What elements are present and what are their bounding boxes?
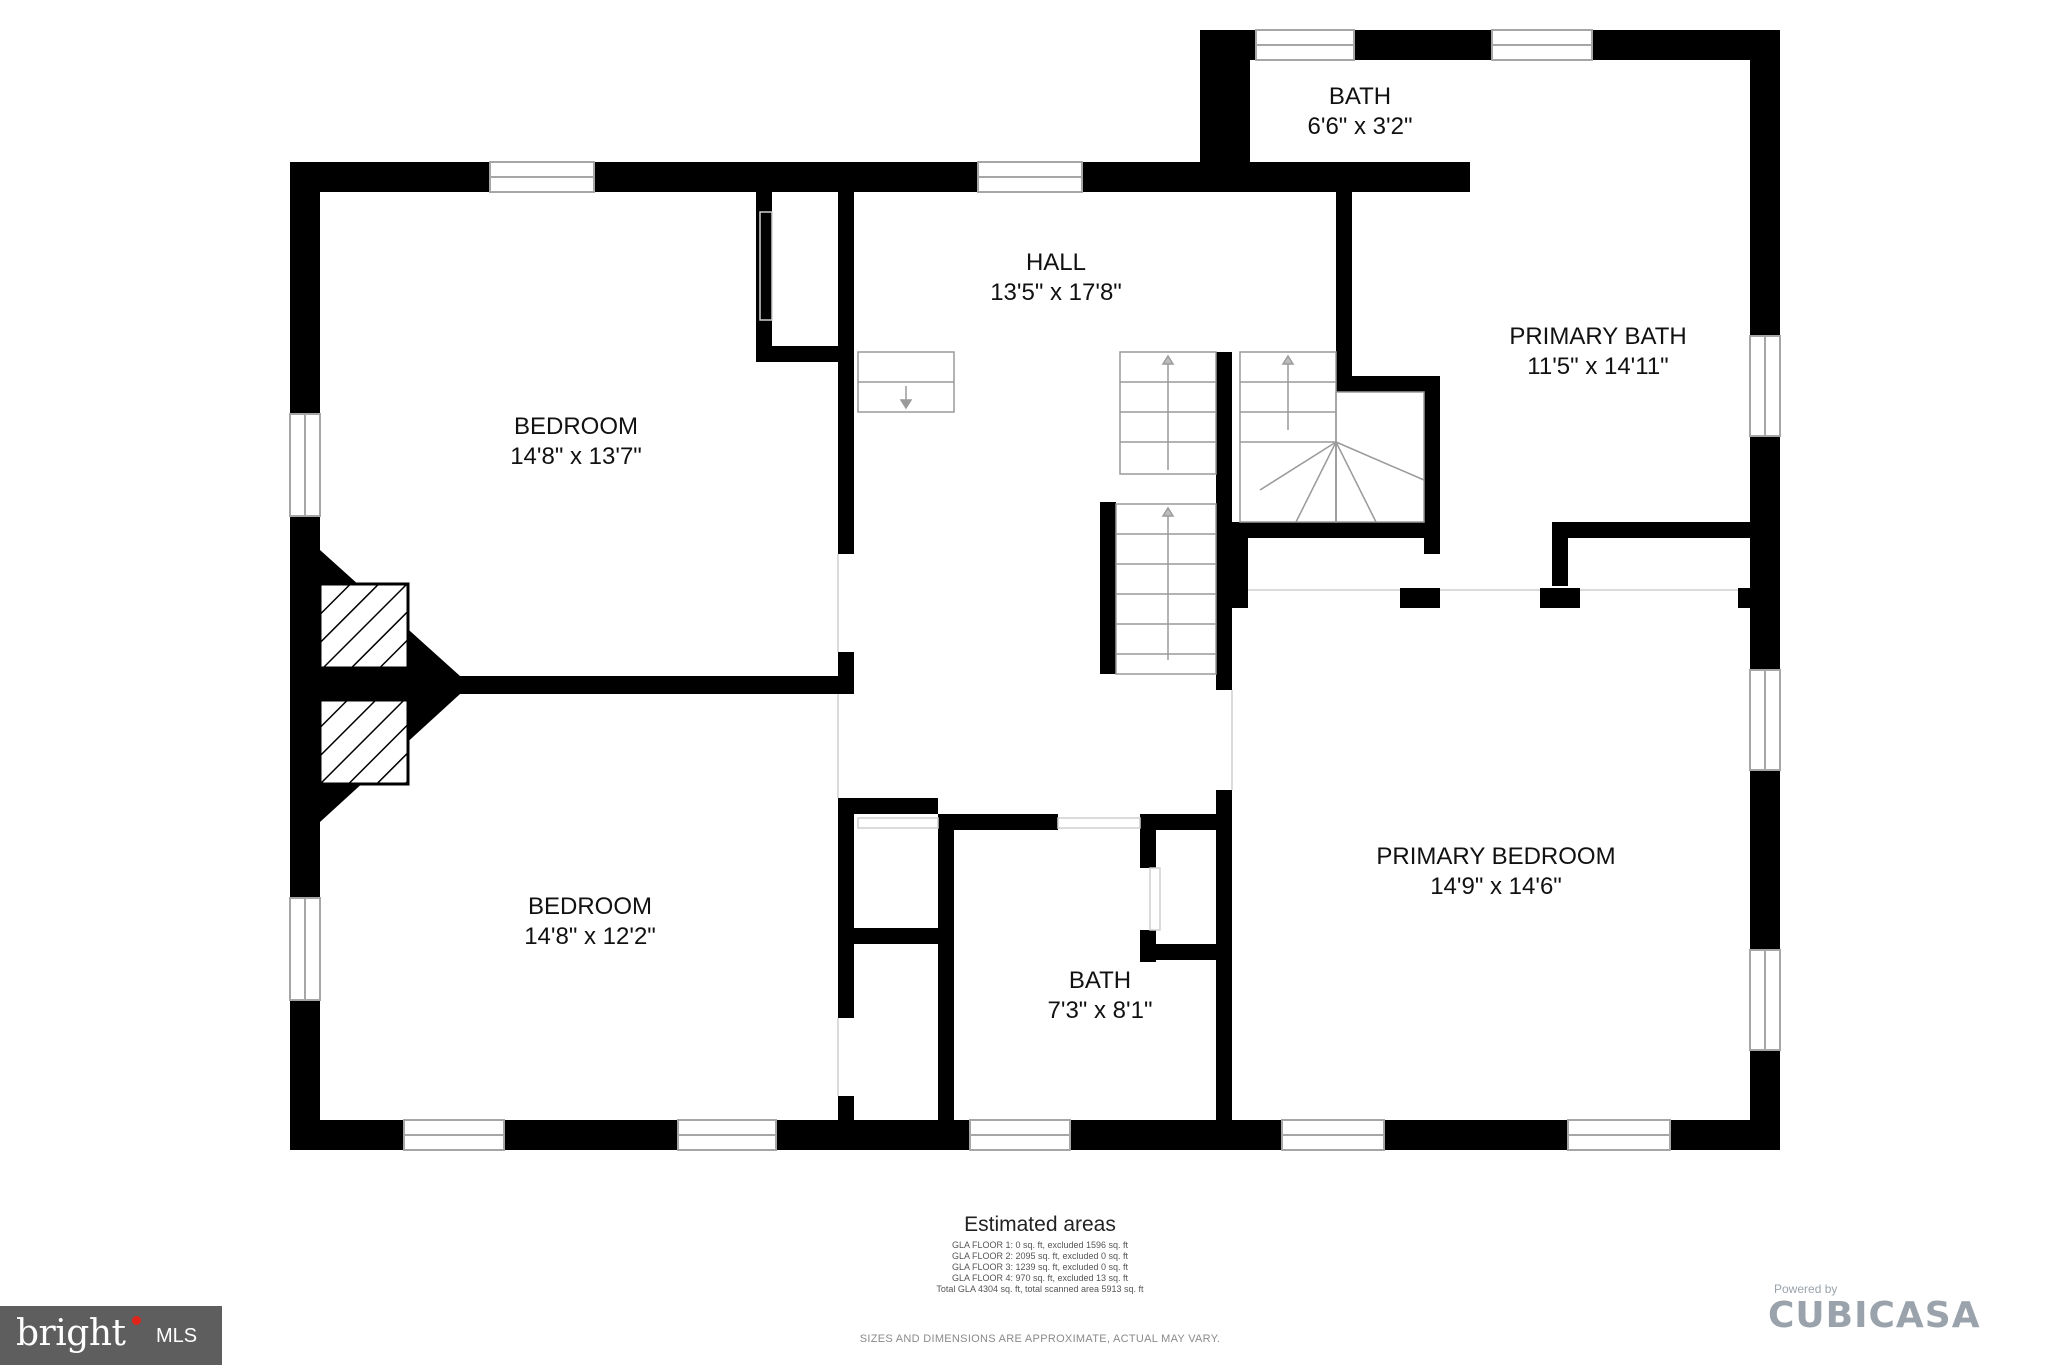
area-line: Total GLA 4304 sq. ft, total scanned are… <box>936 1284 1144 1294</box>
room-label-bath-bottom: BATH 7'3" x 8'1" <box>900 966 1300 1026</box>
wall-bath-closet-c <box>1140 944 1232 960</box>
wall-pbath-step-down <box>1424 376 1440 554</box>
room-name: BATH <box>1328 83 1392 110</box>
room-label-bath-top: BATH 6'6" x 3'2" <box>1160 82 1560 142</box>
wall-pbath-south-right <box>1552 522 1750 538</box>
room-dimensions: 6'6" x 3'2" <box>1307 113 1413 140</box>
bright-logo-mls: MLS <box>156 1325 198 1347</box>
bright-mls-logo: bright MLS <box>0 1306 222 1365</box>
room-dimensions: 11'5" x 14'11" <box>1527 353 1669 380</box>
wall-pbed-west-upper <box>1216 590 1232 690</box>
disclaimer: SIZES AND DIMENSIONS ARE APPROXIMATE, AC… <box>859 1333 1221 1345</box>
room-label-hall: HALL 13'5" x 17'8" <box>856 248 1256 308</box>
room-dimensions: 14'8" x 12'2" <box>524 923 656 950</box>
stair-winder <box>1335 441 1377 523</box>
windows <box>289 29 1781 1151</box>
wall-pb-stub-right <box>1738 588 1754 608</box>
fireplace-lower <box>318 698 410 786</box>
room-label-primary-bedroom: PRIMARY BEDROOM 14'9" x 14'6" <box>1296 842 1696 902</box>
wall-closet-mid <box>854 928 938 944</box>
room-name: HALL <box>1025 249 1087 276</box>
wall-bath-top-bottom <box>1230 162 1470 192</box>
wall-bath-inner-left <box>1200 60 1250 170</box>
room-name: BEDROOM <box>513 413 638 440</box>
stair-landing <box>1335 391 1425 523</box>
room-dimensions: 14'8" x 13'7" <box>510 443 642 470</box>
area-line: GLA FLOOR 1: 0 sq. ft, excluded 1596 sq.… <box>951 1240 1129 1250</box>
fireplace-upper <box>318 582 410 670</box>
wall-bath-north-right <box>1140 814 1232 830</box>
wall-pbath-step <box>1336 376 1440 392</box>
stair-arrow-head <box>899 399 913 410</box>
area-line: GLA FLOOR 2: 2095 sq. ft, excluded 0 sq.… <box>951 1251 1129 1261</box>
cubicasa-logo: Powered by CUBICASA <box>1768 1282 2038 1336</box>
door-opening <box>1057 817 1141 829</box>
wall-closet-a <box>756 192 772 362</box>
wall-stair-stub <box>1400 588 1440 608</box>
wall-stair-box <box>1232 522 1440 538</box>
area-line: GLA FLOOR 3: 1239 sq. ft, excluded 0 sq.… <box>951 1262 1129 1272</box>
wall-bath-closet-a <box>1140 814 1156 868</box>
room-label-bedroom-lower: BEDROOM 14'8" x 12'2" <box>390 892 790 952</box>
cubicasa-name: CUBICASA <box>1768 1295 1981 1336</box>
fireplaces <box>318 582 410 786</box>
wall-closet-top <box>838 798 938 814</box>
room-dimensions: 13'5" x 17'8" <box>990 279 1122 306</box>
area-line: GLA FLOOR 4: 970 sq. ft, excluded 13 sq.… <box>951 1273 1129 1283</box>
wall-pbath-south-stub <box>1552 522 1568 586</box>
wall-pbath-west <box>1336 192 1352 388</box>
stair-center-upper <box>1119 351 1217 475</box>
wall-bath-north-left <box>938 814 1058 830</box>
door-closet <box>759 211 773 321</box>
wall-bath-west <box>938 814 954 1126</box>
wall-pb-stub-left <box>1232 588 1248 608</box>
cubicasa-powered-by: Powered by <box>1774 1282 1838 1296</box>
stairs <box>857 351 1425 675</box>
room-dimensions: 7'3" x 8'1" <box>1047 997 1153 1024</box>
room-name: PRIMARY BATH <box>1509 323 1687 350</box>
wall-bedroom-divider <box>450 676 854 694</box>
wall-closet-bottom-left <box>838 798 854 1018</box>
room-label-bedroom-upper: BEDROOM 14'8" x 13'7" <box>376 412 776 472</box>
stair-arrow-head <box>1161 354 1175 365</box>
stair-winder <box>1295 441 1337 523</box>
wall-closet-bottom-left2 <box>838 1096 854 1126</box>
stair-center-lower <box>1115 503 1217 675</box>
wall-hall-west-upper <box>838 192 854 554</box>
stair-arrow-head <box>1281 354 1295 365</box>
wall-closet-b <box>756 346 846 362</box>
estimated-areas: Estimated areas GLA FLOOR 1: 0 sq. ft, e… <box>840 1212 1240 1295</box>
stair-winder <box>1335 441 1425 481</box>
stair-arrow-head <box>1161 506 1175 517</box>
estimated-areas-title: Estimated areas <box>964 1213 1116 1236</box>
wall-pbath-south-stub2 <box>1540 588 1580 608</box>
room-label-primary-bath: PRIMARY BATH 11'5" x 14'11" <box>1398 322 1798 382</box>
bright-logo-dot-icon <box>132 1316 141 1325</box>
bright-logo-word: bright <box>16 1313 126 1354</box>
door-opening <box>857 817 939 829</box>
door-opening <box>1149 867 1161 931</box>
room-dimensions: 14'9" x 14'6" <box>1430 873 1562 900</box>
room-name: BATH <box>1068 967 1132 994</box>
openings <box>759 211 1738 1096</box>
wall-stair-lower-left <box>1100 502 1116 674</box>
wall-stair-box-left <box>1232 522 1248 594</box>
stair-winder <box>1259 441 1337 491</box>
room-name: PRIMARY BEDROOM <box>1376 843 1616 870</box>
room-name: BEDROOM <box>527 893 652 920</box>
wall-left <box>290 162 320 1150</box>
